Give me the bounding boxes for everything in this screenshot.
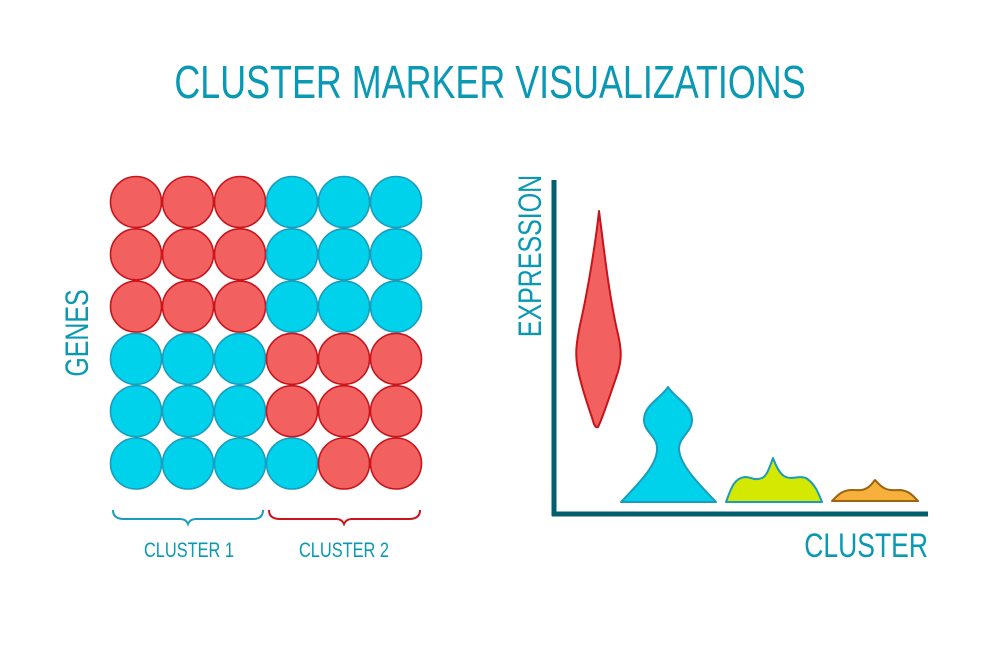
gene-dot-cyan xyxy=(109,437,163,490)
cluster-axis-label: CLUSTER xyxy=(804,527,928,565)
gene-dot-cyan xyxy=(161,332,215,386)
gene-dot-cyan xyxy=(161,437,215,490)
gene-dot-red xyxy=(109,280,163,333)
gene-dot-cyan xyxy=(109,384,163,438)
gene-dot-red xyxy=(109,228,163,281)
gene-dot-cyan xyxy=(265,175,319,229)
gene-dot-cyan xyxy=(265,437,319,490)
gene-dot-red xyxy=(109,175,163,229)
cluster-2-brace xyxy=(268,509,421,527)
gene-dot-red xyxy=(265,332,319,386)
gene-dot-cyan xyxy=(317,175,371,229)
gene-dot-cyan xyxy=(109,332,163,386)
gene-dot-red xyxy=(265,384,319,438)
gene-dot-cyan xyxy=(265,228,319,281)
gene-dot-cyan xyxy=(161,384,215,438)
gene-dot-cyan xyxy=(265,280,319,333)
cluster-2-label: CLUSTER 2 xyxy=(299,538,389,561)
gene-dot-red xyxy=(213,175,267,229)
gene-dot-cyan xyxy=(213,332,267,386)
gene-dot-red xyxy=(317,437,371,490)
violin-cluster-2 xyxy=(620,386,717,503)
page-title: CLUSTER MARKER VISUALIZATIONS xyxy=(174,57,805,108)
cluster-1-label: CLUSTER 1 xyxy=(144,538,234,561)
violin-cluster-4 xyxy=(831,479,919,502)
gene-dot-red xyxy=(369,437,423,490)
gene-dot-cyan xyxy=(317,228,371,281)
gene-dot-red xyxy=(161,175,215,229)
gene-dot-red xyxy=(317,332,371,386)
expression-axis-label: EXPRESSION xyxy=(513,175,549,337)
gene-dot-red xyxy=(213,280,267,333)
gene-dot-cyan xyxy=(369,280,423,333)
violin-cluster-1 xyxy=(575,210,622,429)
gene-dot-cyan xyxy=(213,384,267,438)
cluster-1-brace xyxy=(112,509,264,527)
gene-dot-red xyxy=(161,280,215,333)
gene-dot-cyan xyxy=(213,437,267,490)
violin-cluster-3 xyxy=(725,457,823,503)
gene-dot-cyan xyxy=(369,228,423,281)
gene-dot-red xyxy=(213,228,267,281)
gene-dot-red xyxy=(317,384,371,438)
genes-axis-label: GENES xyxy=(60,289,96,376)
gene-dot-red xyxy=(369,384,423,438)
gene-dot-cyan xyxy=(317,280,371,333)
gene-dot-red xyxy=(161,228,215,281)
gene-dot-red xyxy=(369,332,423,386)
gene-dot-grid xyxy=(109,175,423,490)
gene-dot-cyan xyxy=(369,175,423,229)
